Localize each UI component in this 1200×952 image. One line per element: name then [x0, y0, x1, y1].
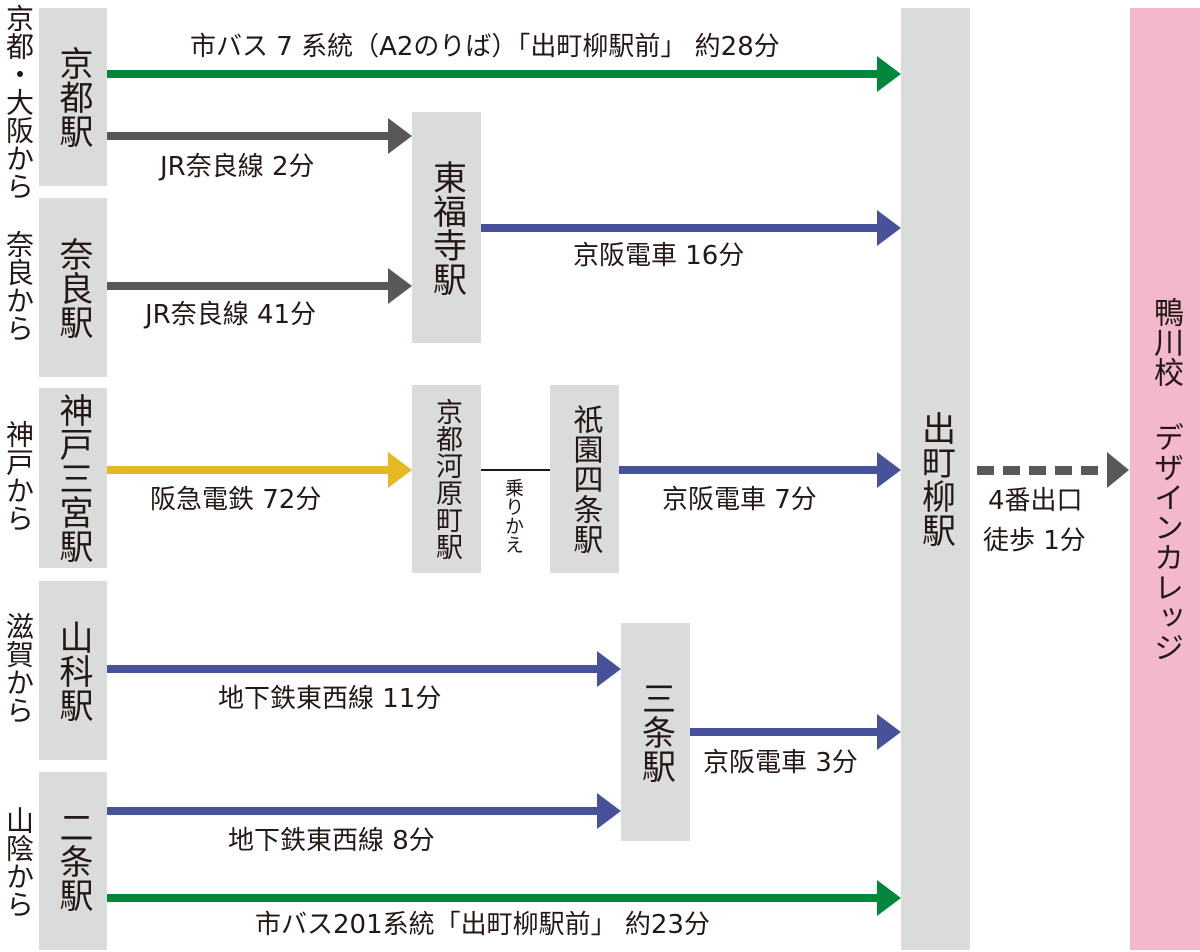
- route-label-kyoto-bus: 市バス 7 系統（A2のりば）「出町柳駅前」 約28分: [190, 32, 780, 62]
- walk-dash: [1003, 466, 1020, 475]
- station-kobe-sannomiya: 神戸三宮駅: [39, 388, 107, 568]
- transfer-note: 乗りかえ: [502, 478, 524, 554]
- destination-kamogawa-campus: 鴨川校 デザインカレッジ: [1130, 8, 1200, 950]
- arrowhead-nara-jr: [388, 268, 412, 304]
- route-line-gion-keihan: [619, 466, 879, 474]
- route-line-sanjo-keihan: [690, 728, 879, 736]
- route-line-yamashina-subway: [107, 665, 599, 673]
- station-kyoto: 京都駅: [39, 8, 107, 186]
- route-label-nijo-subway: 地下鉄東西線 8分: [228, 826, 435, 856]
- station-tofukuji: 東福寺駅: [412, 112, 481, 343]
- arrowhead-sanjo-keihan: [877, 714, 901, 750]
- origin-label-shiga: 滋賀から: [2, 612, 35, 724]
- arrowhead-kobe-hankyu: [388, 452, 412, 488]
- station-nara: 奈良駅: [39, 198, 107, 377]
- station-gion-shijo: 祇園四条駅: [550, 385, 619, 573]
- station-yamashina-label: 山科駅: [53, 619, 93, 722]
- route-line-kyoto-jr: [107, 132, 390, 140]
- station-gion-shijo-label: 祇園四条駅: [567, 404, 603, 554]
- walk-label-exit: 4番出口: [988, 486, 1083, 516]
- route-label-sanjo-keihan: 京阪電車 3分: [703, 748, 858, 778]
- destination-label: 鴨川校 デザインカレッジ: [1148, 296, 1183, 662]
- station-kobe-sannomiya-label: 神戸三宮駅: [53, 393, 93, 563]
- route-label-kyoto-jr: JR奈良線 2分: [160, 152, 315, 182]
- station-sanjo-label: 三条駅: [635, 681, 676, 783]
- route-line-kobe-hankyu: [107, 466, 390, 474]
- station-nijo-label: 二条駅: [53, 810, 93, 912]
- route-line-nijo-bus: [107, 894, 879, 902]
- origin-label-nara: 奈良から: [2, 230, 35, 342]
- route-label-kobe-hankyu: 阪急電鉄 72分: [150, 485, 322, 515]
- station-nijo: 二条駅: [39, 772, 107, 950]
- station-demachiyanagi: 出町柳駅: [901, 8, 970, 950]
- arrowhead-walk: [1107, 452, 1129, 488]
- walk-dash: [1029, 466, 1046, 475]
- route-label-nijo-bus: 市バス201系統「出町柳駅前」 約23分: [255, 910, 710, 940]
- station-demachiyanagi-label: 出町柳駅: [915, 411, 956, 547]
- route-line-kyoto-bus: [107, 70, 879, 78]
- station-kyoto-label: 京都駅: [53, 46, 93, 148]
- route-label-gion-keihan: 京阪電車 7分: [662, 485, 817, 515]
- arrowhead-nijo-subway: [597, 793, 621, 829]
- walk-dash: [1081, 466, 1098, 475]
- walk-label-time: 徒歩 1分: [983, 526, 1086, 556]
- arrowhead-kyoto-bus: [877, 56, 901, 92]
- route-label-tofukuji-keihan: 京阪電車 16分: [573, 241, 745, 271]
- origin-label-kobe: 神戸から: [2, 420, 35, 532]
- station-tofukuji-label: 東福寺駅: [426, 159, 467, 296]
- route-line-tofukuji-keihan: [481, 224, 879, 232]
- station-kyoto-kawaramachi: 京都河原町駅: [412, 385, 481, 573]
- arrowhead-tofukuji-keihan: [877, 210, 901, 246]
- walk-dash: [977, 466, 994, 475]
- station-kyoto-kawaramachi-label: 京都河原町駅: [431, 398, 462, 560]
- arrowhead-nijo-bus: [877, 880, 901, 916]
- station-yamashina: 山科駅: [39, 581, 107, 760]
- station-sanjo: 三条駅: [621, 623, 690, 841]
- station-nara-label: 奈良駅: [53, 236, 93, 339]
- route-line-nijo-subway: [107, 807, 599, 815]
- arrowhead-kyoto-jr: [388, 118, 412, 154]
- route-label-nara-jr: JR奈良線 41分: [145, 300, 317, 330]
- route-line-nara-jr: [107, 282, 390, 290]
- route-label-yamashina-subway: 地下鉄東西線 11分: [218, 684, 442, 714]
- origin-label-san-in: 山陰から: [2, 806, 35, 918]
- arrowhead-gion-keihan: [877, 452, 901, 488]
- walk-dash: [1055, 466, 1072, 475]
- arrowhead-yamashina-subway: [597, 651, 621, 687]
- origin-label-kyoto-osaka: 京都・大阪から: [2, 4, 35, 200]
